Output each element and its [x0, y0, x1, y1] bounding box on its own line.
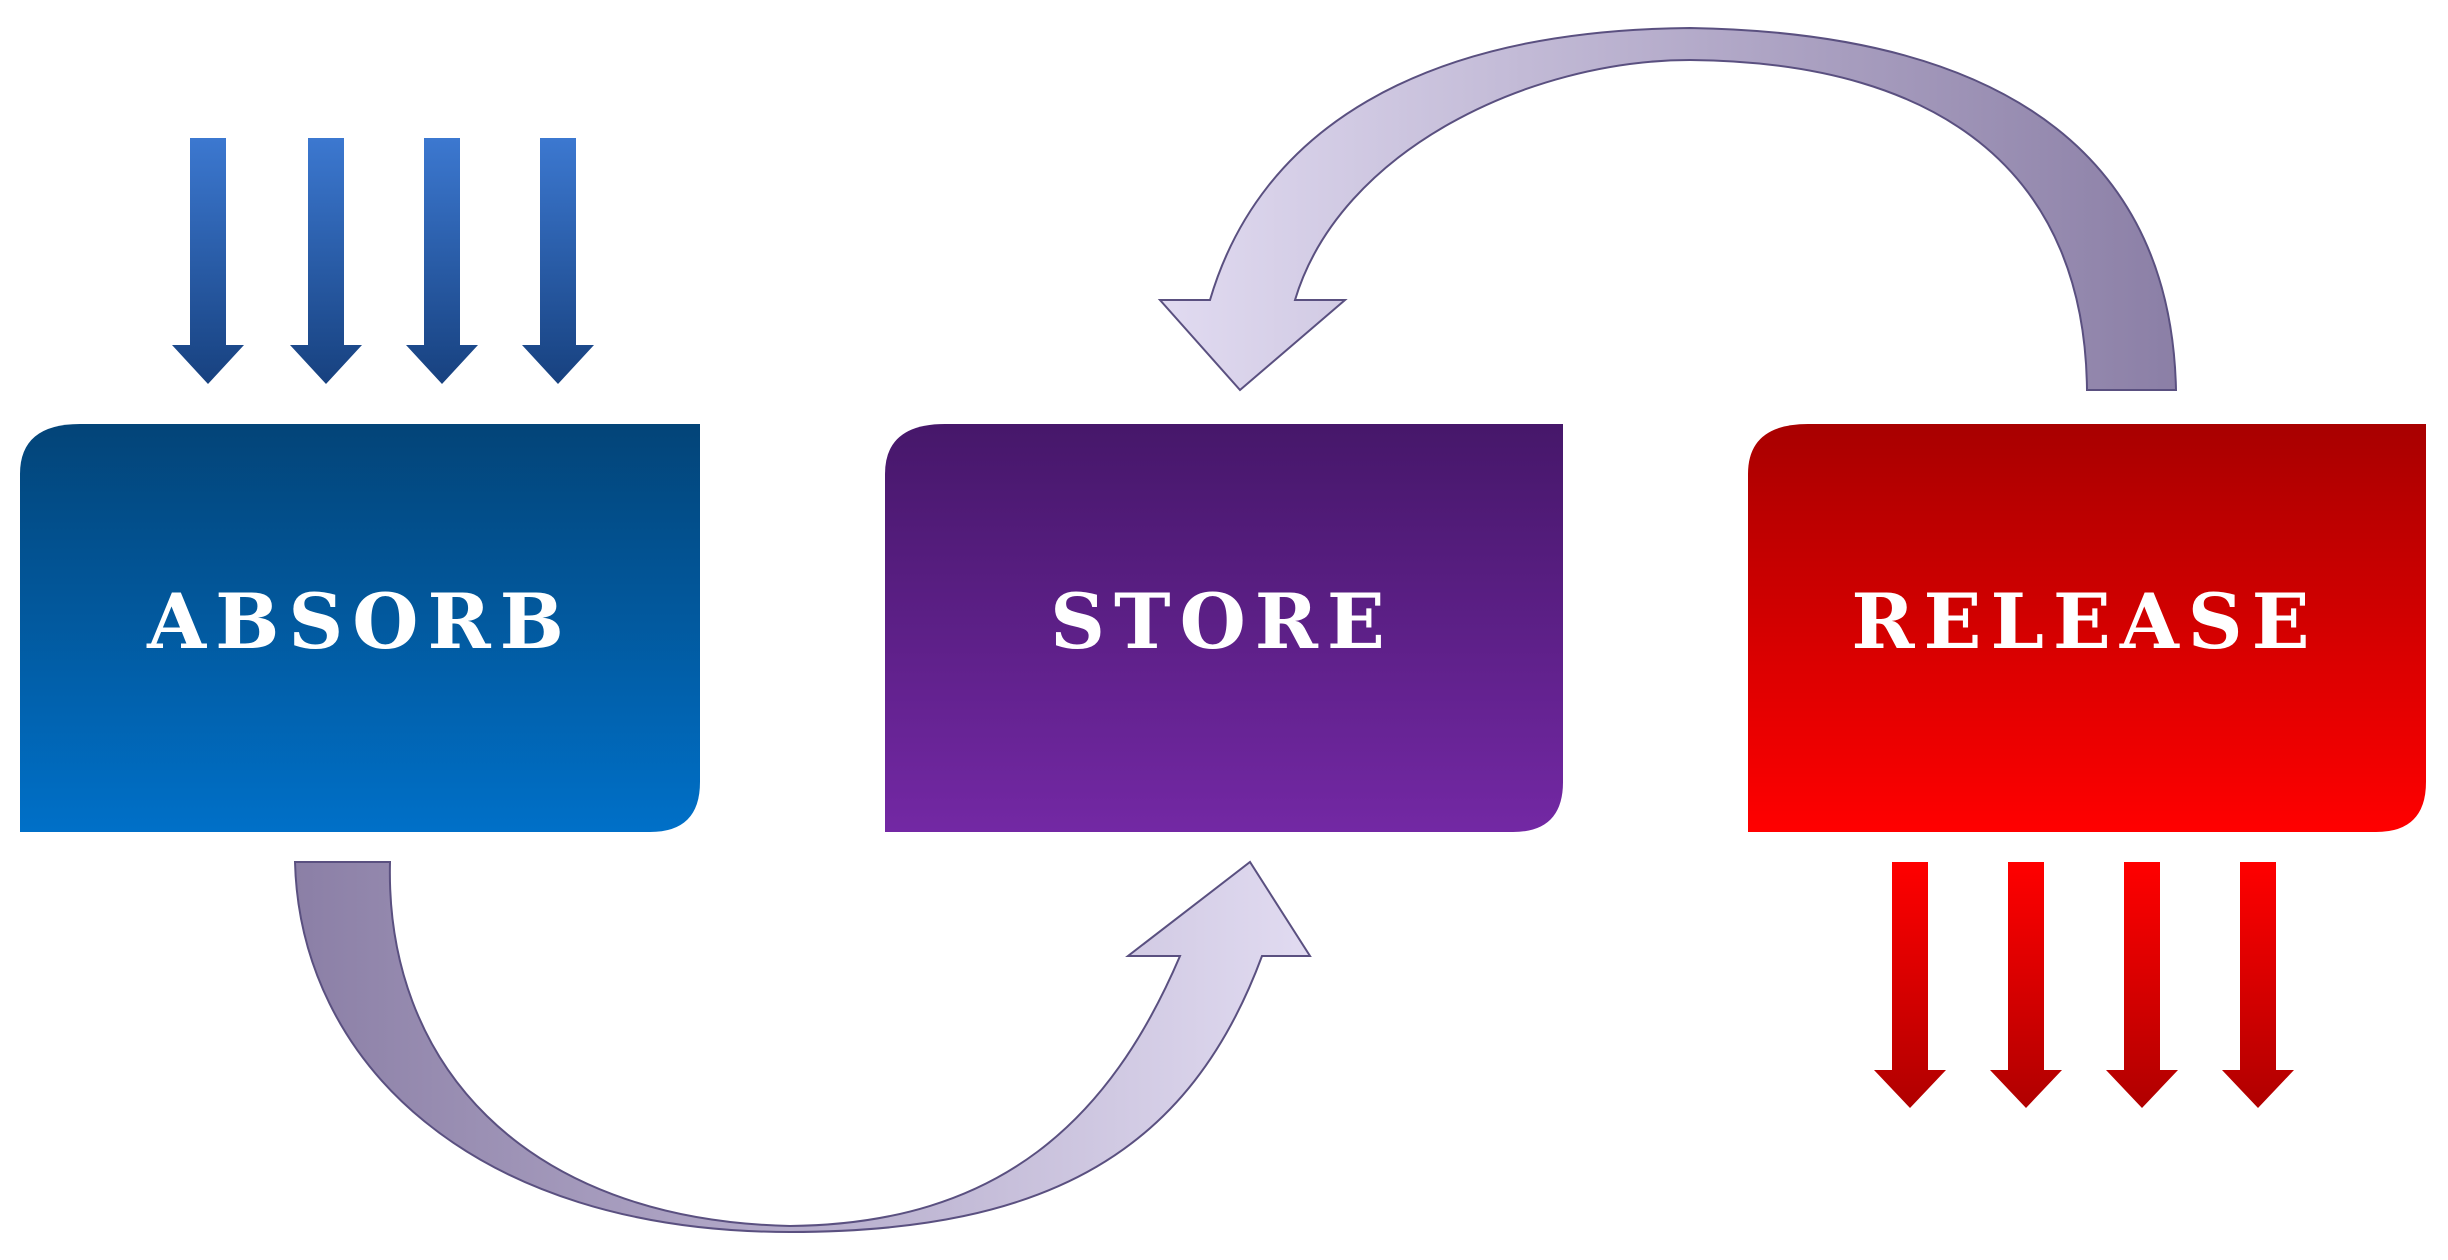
absorb-box: ABSORB — [20, 424, 700, 832]
outgoing-arrow-icon — [2106, 862, 2178, 1108]
release-box: RELEASE — [1748, 424, 2426, 832]
outgoing-arrow-icon — [2222, 862, 2294, 1108]
outgoing-arrow-icon — [1990, 862, 2062, 1108]
incoming-arrow-icon — [522, 138, 594, 384]
incoming-arrows — [172, 138, 594, 384]
curved-arrow-release-to-store-icon — [1157, 26, 2178, 392]
store-label: STORE — [1050, 577, 1394, 666]
curved-arrow-absorb-to-store-icon — [293, 860, 1312, 1234]
incoming-arrow-icon — [290, 138, 362, 384]
release-label: RELEASE — [1851, 577, 2318, 666]
store-box: STORE — [885, 424, 1563, 832]
outgoing-arrow-icon — [1874, 862, 1946, 1108]
absorb-box-shape — [20, 424, 700, 832]
incoming-arrow-icon — [172, 138, 244, 384]
outgoing-arrows — [1874, 862, 2294, 1108]
store-box-shape — [885, 424, 1563, 832]
incoming-arrow-icon — [406, 138, 478, 384]
absorb-label: ABSORB — [146, 577, 573, 666]
release-box-shape — [1748, 424, 2426, 832]
